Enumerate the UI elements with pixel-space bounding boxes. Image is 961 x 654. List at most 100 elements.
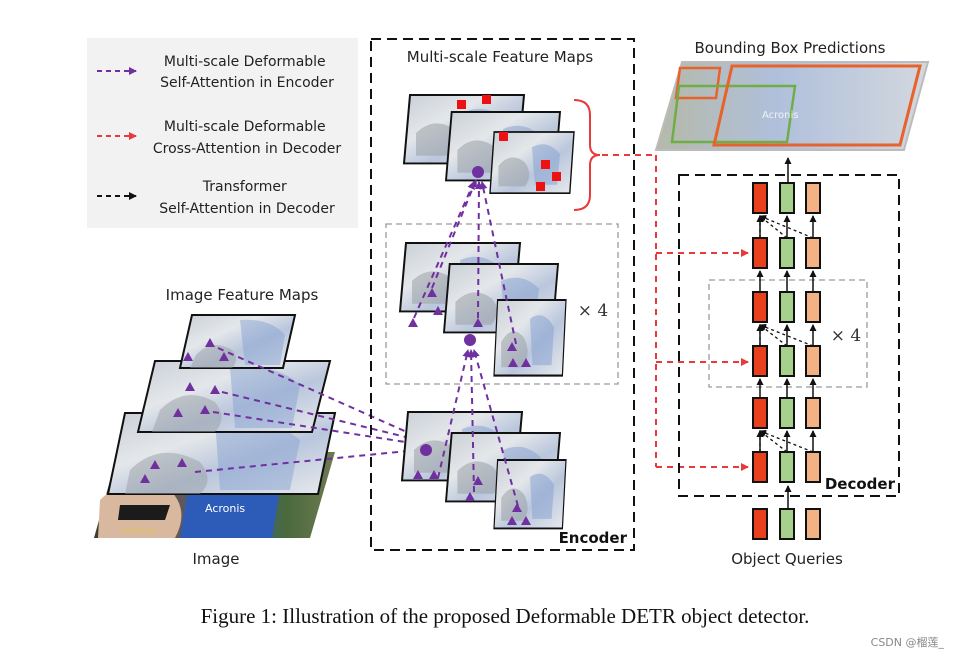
encoder-output-brace <box>573 99 749 471</box>
decoder-block: Decoder × 4 <box>678 157 900 497</box>
reference-point <box>552 172 561 181</box>
sample-point <box>433 306 443 315</box>
reference-point <box>457 100 466 109</box>
image-feature-map-medium <box>136 360 332 433</box>
decoder-token <box>779 345 795 377</box>
sample-point <box>473 476 483 485</box>
decoder-token <box>752 345 768 377</box>
object-query-token <box>779 508 795 540</box>
encoder-arrow <box>217 347 419 438</box>
sample-point <box>173 408 183 417</box>
decoder-token <box>752 397 768 429</box>
reference-point <box>536 182 545 191</box>
predicted-box-large <box>712 64 922 147</box>
sample-point <box>177 458 187 467</box>
decoder-token <box>752 291 768 323</box>
predicted-box-small <box>674 66 722 100</box>
encoder-arrow <box>467 349 476 493</box>
decoder-token <box>752 182 768 214</box>
decoder-token <box>779 182 795 214</box>
encoder-output-stack <box>403 94 575 195</box>
reference-point <box>499 132 508 141</box>
legend: Multi-scale Deformable Self-Attention in… <box>87 38 358 228</box>
query-point-bottom <box>420 444 432 456</box>
encoder-arrow <box>472 349 519 507</box>
reference-point <box>541 160 550 169</box>
decoder-repeat-box <box>708 279 868 388</box>
legend-encoder-attention-label: Multi-scale Deformable Self-Attention in… <box>160 54 334 91</box>
decoder-token <box>779 237 795 269</box>
decoder-token <box>805 397 821 429</box>
watermark: CSDN @榴莲_ <box>871 635 945 649</box>
sample-point <box>521 358 531 367</box>
decoder-token <box>805 345 821 377</box>
image-feature-map-small <box>178 314 297 369</box>
object-query-token <box>805 508 821 540</box>
encoder-repeat-box <box>385 223 619 385</box>
decoder-token <box>805 237 821 269</box>
self-attention-arrow <box>759 430 788 453</box>
figure-caption: Figure 1: Illustration of the proposed D… <box>201 604 810 628</box>
decoder-token <box>752 237 768 269</box>
encoder-label: Encoder <box>559 529 628 547</box>
encoder-input-stack <box>401 411 567 530</box>
decoder-layers <box>752 182 821 483</box>
self-attention-arrow <box>759 324 788 347</box>
image-feature-maps-group: Image Feature Maps Acronis Hartford <box>94 286 337 568</box>
sample-point <box>508 358 518 367</box>
sample-point <box>507 516 517 525</box>
decoder-border <box>678 174 900 497</box>
legend-self-attention-label: Transformer Self-Attention in Decoder <box>159 179 335 217</box>
sample-point <box>427 288 437 297</box>
photo-brand-text: Acronis <box>205 502 245 515</box>
bounding-box-predictions-label: Bounding Box Predictions <box>695 39 886 57</box>
reference-point <box>482 95 491 104</box>
sample-point <box>200 405 210 414</box>
sample-point <box>205 338 215 347</box>
reference-points <box>457 95 561 191</box>
sample-point <box>408 318 418 327</box>
sample-point <box>429 470 439 479</box>
predicted-box-green <box>670 84 797 144</box>
object-queries-label: Object Queries <box>731 550 843 568</box>
decoder-token <box>752 451 768 483</box>
encoder-middle-stack <box>399 242 568 377</box>
encoder-arrow <box>221 391 419 443</box>
decoder-token <box>779 291 795 323</box>
sample-point <box>183 352 193 361</box>
sample-point <box>465 492 475 501</box>
decoder-repeat-count: × 4 <box>831 326 861 346</box>
query-point-top <box>472 166 484 178</box>
sample-point <box>219 352 229 361</box>
encoder-internal-arrows <box>413 179 519 507</box>
encoder-border <box>370 38 635 551</box>
image-to-encoder-arrows <box>194 347 419 473</box>
encoder-arrow <box>479 181 517 345</box>
decoder-token <box>805 291 821 323</box>
legend-cross-attention-label: Multi-scale Deformable Cross-Attention i… <box>153 119 342 157</box>
object-query-token <box>752 508 768 540</box>
encoder-arrow <box>194 446 419 473</box>
decoder-token <box>779 397 795 429</box>
decoder-token <box>805 182 821 214</box>
self-attention-arrow <box>759 215 788 239</box>
sample-point <box>140 474 150 483</box>
decoder-token <box>779 451 795 483</box>
image-label: Image <box>193 550 240 568</box>
sample-point <box>185 382 195 391</box>
decoder-label: Decoder <box>825 475 896 493</box>
sample-point <box>521 516 531 525</box>
sample-point <box>210 385 220 394</box>
image-feature-sampling-points <box>140 338 229 483</box>
sample-point <box>150 460 160 469</box>
encoder-repeat-count: × 4 <box>578 301 608 321</box>
encoder-arrow <box>212 411 419 447</box>
photo-brand-text: Acronis <box>762 110 799 121</box>
photo-brand-text-2: Hartford <box>122 526 155 535</box>
encoder-block: Multi-scale Feature Maps Encoder × 4 <box>370 38 635 551</box>
decoder-token <box>805 451 821 483</box>
multi-scale-feature-maps-label: Multi-scale Feature Maps <box>407 48 594 66</box>
sample-point <box>507 342 517 351</box>
encoder-arrow <box>413 181 475 319</box>
